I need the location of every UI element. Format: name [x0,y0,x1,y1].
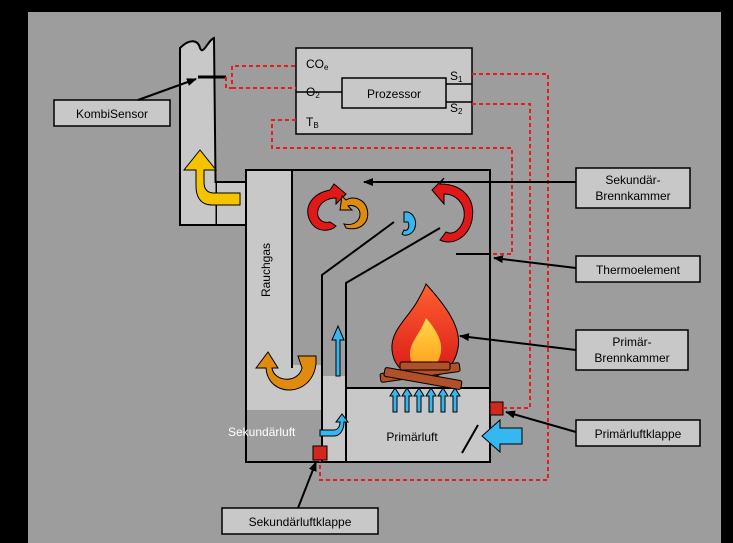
flue-gas-arrow [182,149,241,206]
input-o2-label: O2 [306,85,320,100]
primary-air-inlet-arrow [481,418,523,454]
primaer-brennkammer-label-line1: Primär- [612,335,651,349]
callout-kombisensor: KombiSensor [53,78,197,127]
primary-air-up-arrows [389,387,461,413]
signal-s1 [319,73,549,481]
callout-primaerluftklappe: Primärluftklappe [505,410,701,447]
input-co-label: COe [306,57,329,72]
sekundaer-brennkammer-label-line2: Brennkammer [595,189,670,203]
signal-lines [225,65,549,481]
primaer-brennkammer-label-line2: Brennkammer [594,351,669,365]
hot-gas-swirl-right [431,177,474,243]
signal-tb [271,119,513,255]
signal-s2 [472,103,531,409]
fire-icon [379,283,463,390]
processor-unit: Prozessor COe O2 TB S1 S2 [295,47,473,135]
output-s2-label: S2 [450,101,463,116]
secondary-air-inlet-arrow [319,413,349,437]
secondary-air-up-arrow [331,324,345,377]
sekundaer-brennkammer-label-line1: Sekundär- [605,173,660,187]
primaerluft-label: Primärluft [386,430,438,444]
input-tb-label: TB [306,115,319,130]
callout-sekundaer-brennkammer: Sekundär- Brennkammer [363,167,691,209]
output-s1-label: S1 [450,69,463,84]
thermoelement-label: Thermoelement [596,263,681,277]
sekundaerluft-label: Sekundärluft [228,425,296,439]
callout-primaer-brennkammer: Primär- Brennkammer [459,329,689,371]
hot-gas-swirl-left [307,183,347,231]
secondary-air-damper [312,445,328,461]
kombisensor-label: KombiSensor [76,107,148,121]
primary-air-damper [489,401,504,416]
callout-thermoelement: Thermoelement [493,255,701,283]
sekundaerluftklappe-label: Sekundärluftklappe [249,515,352,529]
warm-gas-swirl [339,194,369,230]
flue-gas-turn-arrow [255,351,317,391]
callout-sekundaerluftklappe: Sekundärluftklappe [221,461,379,535]
processor-label: Prozessor [367,87,421,101]
primaerluftklappe-label: Primärluftklappe [595,427,682,441]
rauchgas-label: Rauchgas [259,243,273,297]
secondary-air-swirl [401,211,417,236]
